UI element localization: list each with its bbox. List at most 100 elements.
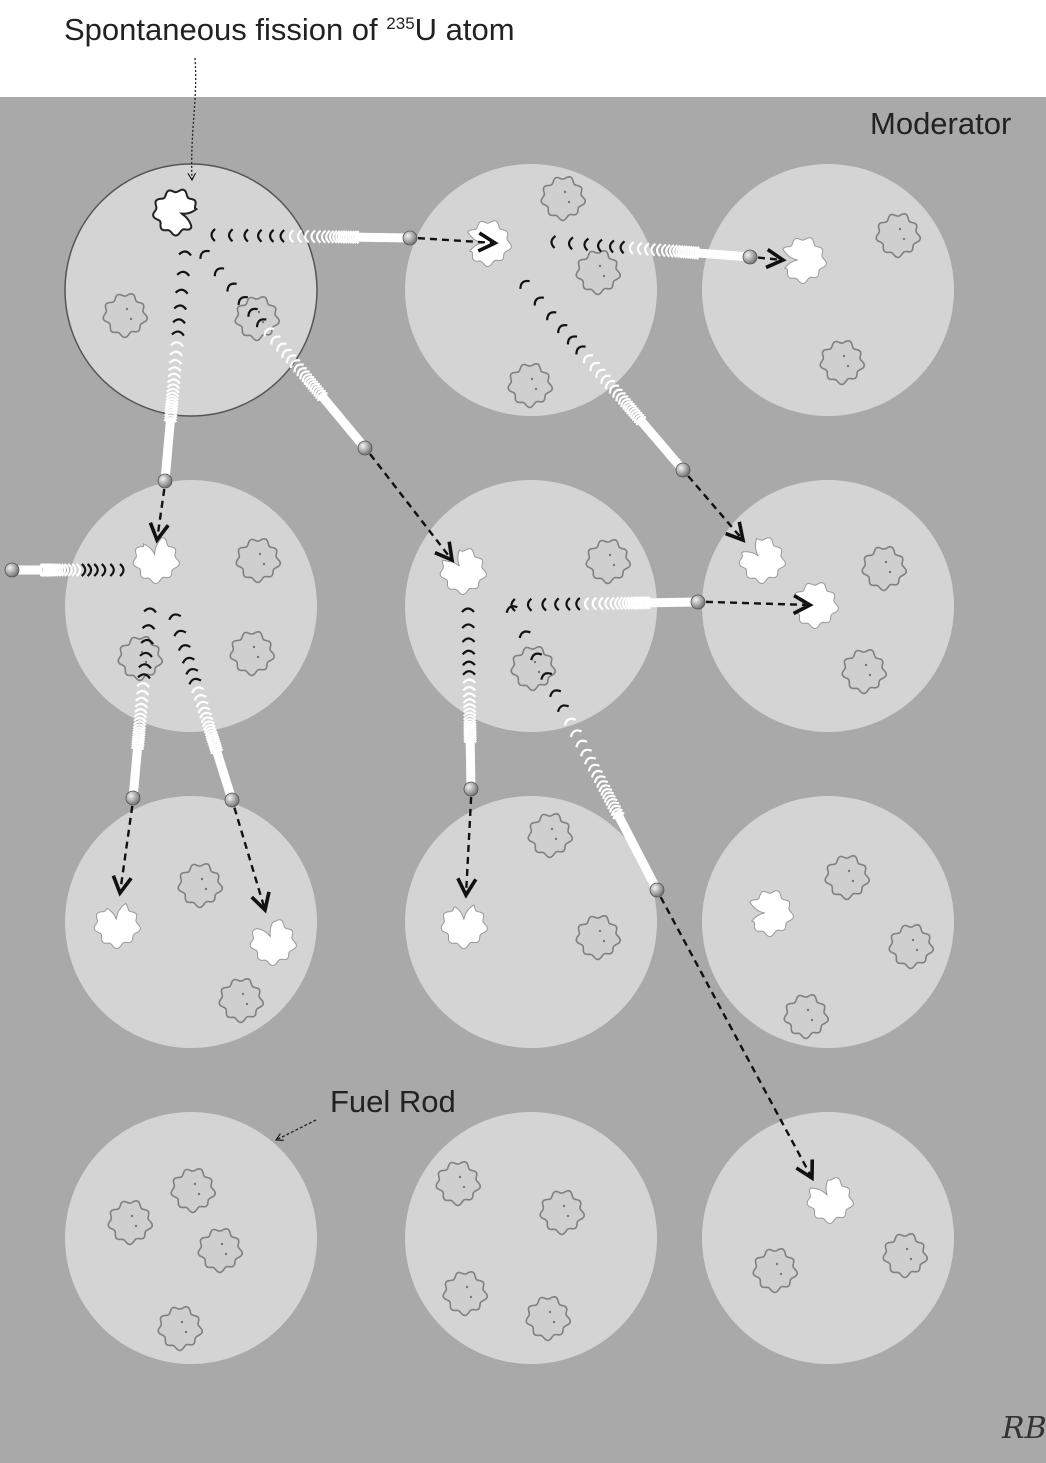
neutron-ball [357,440,373,456]
wave-arc [315,389,326,399]
wave-arc [165,395,180,401]
wave-arc [168,358,183,365]
wave-arc [210,228,216,242]
wave-arc [317,392,328,402]
title-pointer-arrow [187,57,197,182]
atom-dot [898,227,902,231]
fissioned-atom [738,537,786,585]
wave-arc [612,388,623,398]
atom-dot [567,200,571,204]
wave-arc [141,624,156,630]
uranium-atom [102,292,149,339]
atom-dot [888,570,892,574]
wave-arc [131,740,145,746]
neutron-ball [4,562,20,578]
wave-arc [630,409,641,419]
atom-dot [911,938,915,942]
atom-dot [915,948,919,952]
wave-arc [165,391,180,398]
wave-arc [619,240,626,255]
dashed-arrow [120,805,134,893]
wave-arc [461,637,476,643]
wave-arc [135,696,149,703]
wave-arc [165,397,179,404]
wave-arc [208,743,222,751]
wave-arc [247,307,258,317]
wave-arc [461,607,475,613]
wave-arc [612,811,625,820]
wave-arc [227,228,234,243]
wave-arc [210,747,224,755]
wave-arc [636,241,643,256]
wave-arc [462,707,477,714]
wave-arc [285,354,297,364]
atom-dot [140,650,144,654]
wave-arc [60,563,67,577]
wave-arc [67,563,73,577]
wave-arc [582,354,594,364]
wave-arc [163,416,178,423]
wave-arc [530,652,543,661]
wave-arc [203,727,217,734]
signature-logo: RB [1001,1411,1046,1446]
fissioned-atom [440,904,488,950]
wave-arc [51,563,58,577]
wave-arc [340,230,346,244]
wave-arc [181,656,195,664]
wave-arc [53,563,59,577]
atom-dot [252,645,256,649]
atom-dot [537,670,541,674]
wave-arc [557,324,568,334]
wave-arc [328,229,335,244]
wave-arc [622,400,633,410]
neutron-path [461,607,479,895]
wave-arc [132,726,146,733]
wave-arc [75,563,82,577]
wave-arc [575,739,588,748]
atom-dot [563,190,567,194]
atom-dot [257,310,261,314]
wave-arc [621,596,628,611]
atom-dot [779,1272,783,1276]
wave-arc [279,229,285,243]
neutron-trail [128,745,143,799]
wave-arc [598,596,604,611]
wave-arc [462,660,476,666]
wave-arc [634,596,640,610]
wave-arc [635,416,647,426]
wave-arc [584,756,597,765]
wave-arc [550,235,557,249]
wave-arc [650,242,657,257]
wave-arc [71,563,77,577]
wave-arc [462,698,477,704]
dashed-arrow [233,807,265,910]
wave-arc [546,311,557,321]
wave-arc [463,733,477,740]
atom-dot [554,837,558,841]
wave-arc [638,596,645,610]
atom-dot [533,660,537,664]
uranium-atom [107,1199,154,1246]
uranium-atom [888,923,935,970]
wave-arc [624,596,631,610]
wave-arc [462,692,477,698]
dashed-arrow [687,475,743,540]
wave-arc [591,596,598,611]
wave-arc [556,704,570,713]
wave-arc [463,727,477,733]
atom-dot [180,1320,184,1324]
fuel-rod [405,480,657,732]
atom-dot [552,1320,556,1324]
wave-arc [134,708,148,714]
wave-arc [644,242,650,256]
wave-arc [213,267,225,277]
wave-arc [627,596,633,610]
dashed-arrow [757,258,783,260]
wave-arc [178,250,192,257]
neutron-ball [675,462,691,478]
wave-arc [332,230,338,244]
wave-arc [132,720,147,727]
uranium-atom [218,977,265,1024]
atom-dot [566,1214,570,1218]
wave-arc [164,403,179,410]
